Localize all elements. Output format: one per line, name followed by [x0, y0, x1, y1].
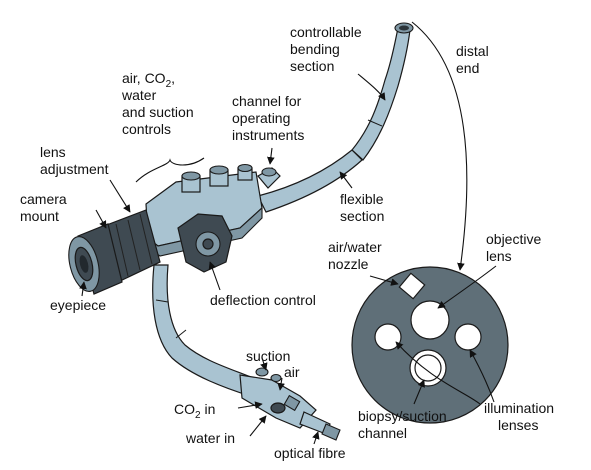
- label-water-in: water in: [185, 430, 235, 446]
- svg-text:distal: distal: [456, 43, 489, 59]
- illumination-lens-right: [455, 324, 481, 350]
- distal-end-tip: [395, 23, 413, 33]
- svg-text:illumination: illumination: [484, 400, 554, 416]
- label-suction: suction: [246, 348, 290, 364]
- label-illumination-lenses: illumination lenses: [484, 400, 554, 433]
- svg-text:channel for: channel for: [232, 93, 302, 109]
- label-air: air: [284, 364, 300, 380]
- label-distal-end: distal end: [456, 43, 489, 76]
- svg-text:flexible: flexible: [340, 191, 384, 207]
- svg-text:objective: objective: [486, 231, 541, 247]
- label-biopsy-suction-channel: biopsy/suction channel: [358, 408, 447, 441]
- label-co2-in: CO2 in: [174, 401, 215, 421]
- deflection-control-knobs: [178, 214, 232, 272]
- svg-text:water: water: [121, 87, 157, 103]
- svg-text:nozzle: nozzle: [328, 256, 369, 272]
- label-eyepiece: eyepiece: [50, 297, 106, 313]
- svg-text:lens: lens: [486, 248, 512, 264]
- svg-text:section: section: [290, 58, 334, 74]
- svg-text:mount: mount: [20, 208, 59, 224]
- objective-lens-opening: [411, 301, 449, 339]
- svg-text:biopsy/suction: biopsy/suction: [358, 408, 447, 424]
- label-optical-fibre: optical fibre: [274, 445, 346, 461]
- label-deflection-control: deflection control: [210, 292, 316, 308]
- control-valve-3: [238, 165, 252, 181]
- svg-text:section: section: [340, 208, 384, 224]
- svg-text:instruments: instruments: [232, 127, 304, 143]
- control-valve-1: [182, 172, 200, 192]
- svg-text:lens: lens: [40, 144, 66, 160]
- label-air-water-nozzle: air/water nozzle: [328, 239, 382, 272]
- label-controllable-bending-section: controllable bending section: [290, 24, 362, 74]
- label-flexible-section: flexible section: [340, 191, 384, 224]
- label-camera-mount: camera mount: [20, 191, 67, 224]
- svg-text:adjustment: adjustment: [40, 161, 109, 177]
- svg-text:controllable: controllable: [290, 24, 362, 40]
- label-controls: air, CO2, water and suction controls: [121, 70, 194, 137]
- svg-text:and suction: and suction: [122, 104, 194, 120]
- svg-text:operating: operating: [232, 110, 290, 126]
- svg-text:bending: bending: [290, 41, 340, 57]
- svg-text:end: end: [456, 60, 479, 76]
- svg-text:lenses: lenses: [498, 417, 538, 433]
- optical-fibre-plug: [300, 412, 340, 440]
- instrument-channel-port: [258, 168, 280, 188]
- svg-text:controls: controls: [122, 121, 171, 137]
- control-valve-2: [210, 166, 228, 186]
- label-objective-lens: objective lens: [486, 231, 541, 264]
- label-lens-adjustment: lens adjustment: [40, 144, 109, 177]
- svg-text:channel: channel: [358, 425, 407, 441]
- illumination-lens-left: [375, 324, 401, 350]
- svg-text:camera: camera: [20, 191, 67, 207]
- svg-text:air/water: air/water: [328, 239, 382, 255]
- label-instrument-channel: channel for operating instruments: [232, 93, 304, 143]
